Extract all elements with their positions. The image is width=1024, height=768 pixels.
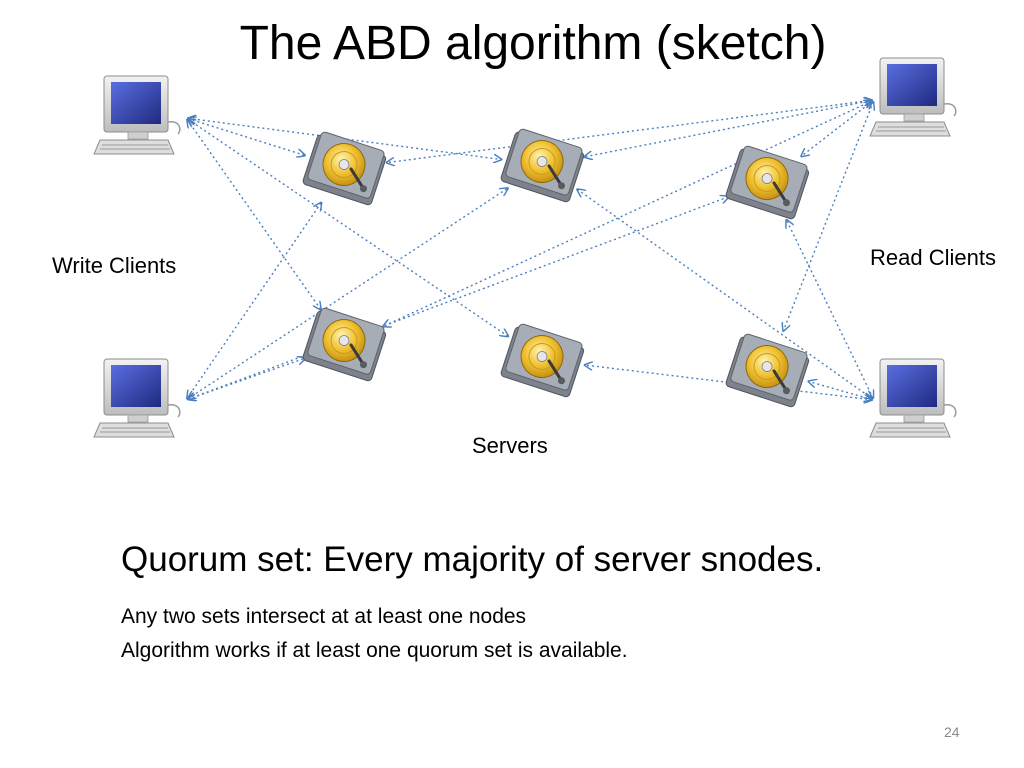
link-write-client-1-server-4 [187,120,321,310]
server-4 [300,304,390,384]
write-client-1 [93,75,181,155]
hard-disk-icon [300,304,390,384]
servers-label: Servers [472,433,548,458]
hard-disk-icon [723,330,813,410]
link-write-client-2-server-4 [188,358,306,399]
link-read-client-1-server-1 [387,100,872,162]
abd-diagram [93,57,957,438]
computer-icon [93,358,181,438]
hard-disk-icon [498,320,588,400]
link-write-client-2-server-3 [188,197,729,400]
link-read-client-1-server-4 [383,101,872,327]
quorum-heading: Quorum set: Every majority of server sno… [121,540,824,579]
write-client-2 [93,358,181,438]
page-number: 24 [944,724,960,740]
hard-disk-icon [300,128,390,208]
note-item: Algorithm works if at least one quorum s… [121,639,628,662]
server-1 [300,128,390,208]
read-client-1 [869,57,957,137]
server-5 [498,320,588,400]
link-write-client-1-server-1 [188,119,305,156]
link-read-client-2-server-5 [585,365,872,400]
server-3 [723,142,813,222]
computer-icon [869,57,957,137]
link-lines [187,100,873,400]
read-client-2 [869,358,957,438]
write-clients-label: Write Clients [52,253,177,278]
link-read-client-2-server-2 [577,189,872,398]
server-6 [723,330,813,410]
computer-icon [869,358,957,438]
note-item: Any two sets intersect at at least one n… [121,605,527,628]
link-read-client-2-server-3 [786,220,873,398]
link-read-client-1-server-6 [783,102,873,331]
link-write-client-2-server-1 [187,203,321,399]
slide-title: The ABD algorithm (sketch) [239,17,827,70]
read-clients-label: Read Clients [870,245,996,270]
link-read-client-2-server-6 [808,381,872,399]
notes-list: Any two sets intersect at at least one n… [121,600,628,668]
hard-disk-icon [723,142,813,222]
computer-icon [93,75,181,155]
link-read-client-1-server-2 [584,100,872,156]
